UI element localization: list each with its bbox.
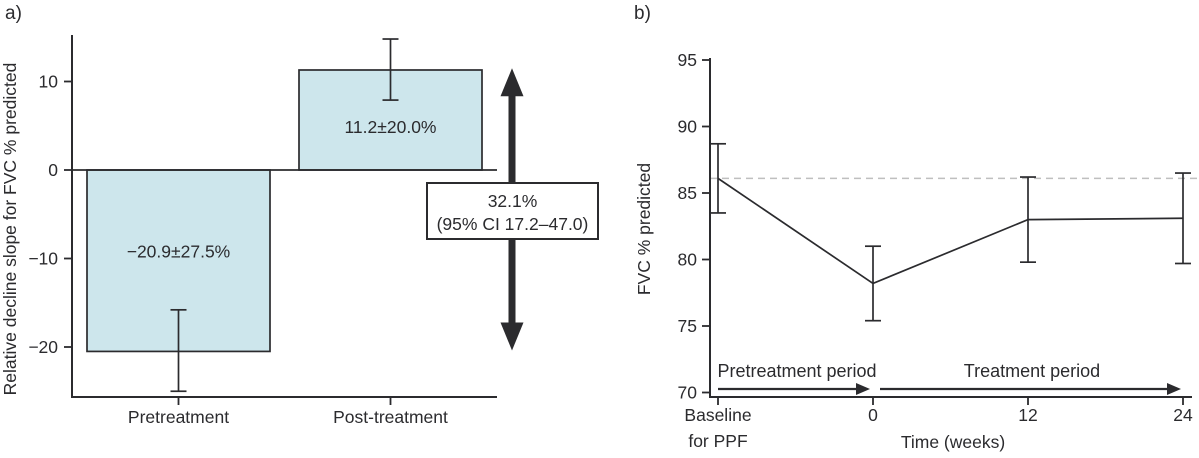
y-tick-label: −20: [28, 337, 58, 357]
panel-b-x-axis-title: Time (weeks): [901, 432, 1005, 452]
ci-annotation-box: 32.1% (95% CI 17.2–47.0): [426, 182, 599, 240]
y-tick-label: 70: [678, 383, 698, 403]
ci-box-rect: [426, 182, 599, 240]
bar-value-label: 11.2±20.0%: [345, 117, 437, 137]
category-label-pretreatment: Pretreatment: [128, 407, 229, 427]
y-tick-label: 80: [678, 250, 698, 270]
period-label: Treatment period: [964, 361, 1100, 381]
bar-value-label: −20.9±27.5%: [127, 242, 231, 262]
x-tick-label: 12: [1018, 405, 1037, 425]
y-tick-label: 75: [678, 316, 697, 336]
ci-value-text: 32.1%: [488, 191, 538, 211]
y-tick-label: 90: [678, 117, 698, 137]
panel-a-label: a): [5, 3, 22, 24]
point-error-3: [1175, 172, 1191, 265]
y-tick-label: 0: [48, 160, 58, 180]
ci-arrowhead-down-icon: [500, 322, 524, 351]
period-label: Pretreatment period: [717, 361, 876, 381]
point-error-0: [710, 142, 726, 214]
y-tick-label: −10: [28, 249, 58, 269]
panel-b-y-axis-title: FVC % predicted: [634, 163, 654, 295]
panel-b-label: b): [634, 3, 651, 24]
period-annotation-0: Pretreatment period: [717, 361, 877, 395]
x-tick-label: 24: [1173, 405, 1193, 425]
period-arrowhead-icon: [856, 383, 870, 395]
bar-error-1: [382, 38, 399, 101]
y-tick-label: 95: [678, 50, 697, 70]
panel-a-y-axis-title: Relative decline slope for FVC % predict…: [0, 63, 20, 396]
y-tick-label: 85: [678, 183, 697, 203]
period-annotation-1: Treatment period: [880, 361, 1181, 395]
panel-a-bar-chart: −20.9±27.5% 11.2±20.0% 10 0 −10 −20Pretreatme…: [0, 35, 599, 427]
point-error-2: [1020, 176, 1036, 264]
ci-range-text: (95% CI 17.2–47.0): [437, 214, 589, 234]
period-arrowhead-icon: [1167, 383, 1181, 395]
category-label-post-treatment: Post-treatment: [333, 407, 448, 427]
ci-arrowhead-up-icon: [500, 68, 524, 97]
x-tick-label: for PPF: [688, 431, 747, 451]
fvc-trend-line: [717, 177, 1184, 285]
point-error-1: [865, 245, 881, 322]
bar-error-0: [170, 308, 187, 393]
y-tick-label: 10: [39, 72, 59, 92]
x-tick-label: Baseline: [684, 405, 751, 425]
x-tick-label: 0: [868, 405, 878, 425]
